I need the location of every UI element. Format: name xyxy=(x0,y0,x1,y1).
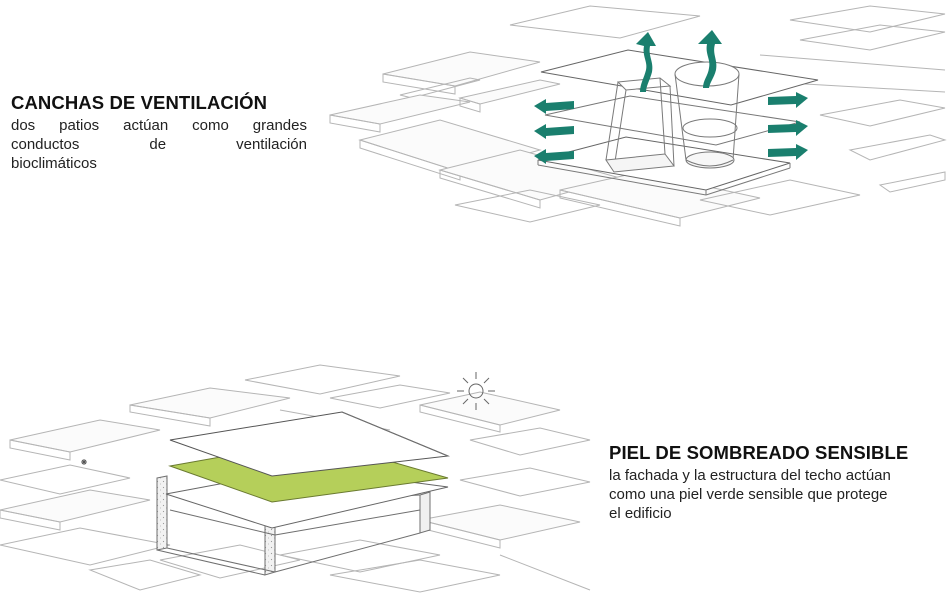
shading-line-3: el edificio xyxy=(609,505,672,522)
shading-title: PIEL DE SOMBREADO SENSIBLE xyxy=(609,442,909,463)
ventilation-description: dos patios actúan como grandes conductos… xyxy=(11,116,307,173)
shading-line-2: como una piel verde sensible que protege xyxy=(609,486,888,503)
ventilation-line-1: dos patios actúan como grandes xyxy=(11,117,307,134)
airflow-arrow-side-icon xyxy=(534,99,574,164)
shading-diagram xyxy=(0,364,591,593)
airflow-arrow-up-icon xyxy=(698,30,722,88)
ventilation-line-2: conductos de ventilación xyxy=(11,136,307,153)
context-blocks-top xyxy=(329,5,947,227)
ventilation-line-3: bioclimáticos xyxy=(11,155,97,172)
shading-caption: PIEL DE SOMBREADO SENSIBLE la fachada y … xyxy=(609,442,951,523)
airflow-arrow-side-icon xyxy=(768,92,808,160)
ventilation-caption: CANCHAS DE VENTILACIÓN dos patios actúan… xyxy=(11,92,307,173)
sun-icon xyxy=(457,372,495,410)
small-star-icon xyxy=(81,459,87,465)
ventilation-building xyxy=(537,49,819,196)
shading-line-1: la fachada y la estructura del techo act… xyxy=(609,467,891,484)
shading-building xyxy=(156,411,450,576)
shading-description: la fachada y la estructura del techo act… xyxy=(609,466,951,523)
ventilation-diagram xyxy=(329,5,947,227)
airflow-arrows xyxy=(534,30,808,164)
airflow-arrow-up-icon xyxy=(636,32,656,92)
ventilation-title: CANCHAS DE VENTILACIÓN xyxy=(11,92,268,113)
